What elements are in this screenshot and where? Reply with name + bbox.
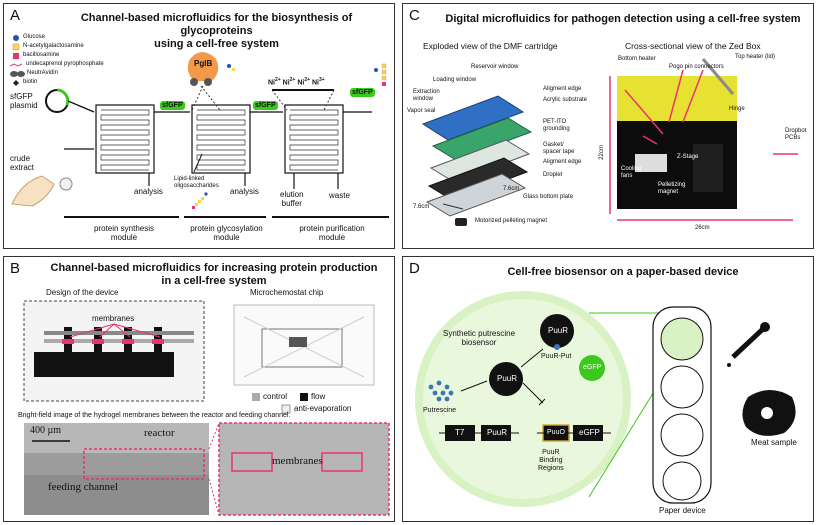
puur-put-protein: PuuR (548, 326, 569, 335)
binding-regions-label: PuuR Binding Regions (538, 449, 564, 472)
panel-b-title-line2: in a cell-free system (161, 275, 267, 287)
meat-sample-label: Meat sample (751, 438, 797, 447)
cross-section-label: Cross-sectional view of the Zed Box (625, 41, 761, 51)
z-stage-label: Z-Stage (677, 154, 699, 160)
panel-d-letter: D (409, 260, 420, 277)
legend-glucose: Glucose (23, 34, 46, 40)
feeding-channel-label: feeding channel (48, 481, 118, 493)
puur-put-label: PuuR-Put (541, 353, 572, 360)
exploded-view-label: Exploded view of the DMF cartridge (423, 41, 558, 51)
ni-1-charge: 2+ (275, 77, 281, 83)
puur-gene-label: PuuR (487, 428, 508, 437)
panel-a-title-line2: using a cell-free system (154, 38, 279, 50)
t7-label: T7 (455, 428, 465, 437)
panel-b-drawing (23, 300, 390, 516)
membranes-label: membranes (92, 314, 135, 323)
module-purification: protein purification module (299, 224, 365, 242)
legend-bacillosamine: bacillosamine (23, 52, 60, 58)
panel-c-drawing (421, 58, 798, 226)
panel-a: A Channel-based microfluidics for the bi… (3, 3, 395, 249)
panel-a-drawing (9, 35, 389, 218)
pogo-pin-label: Pogo pin connectors (669, 64, 724, 70)
egfp-label: eGFP (583, 364, 602, 371)
pelletizing-label: Pelletizing magnet (658, 182, 686, 195)
panel-d-title: Cell-free biosensor on a paper-based dev… (507, 266, 739, 278)
crude-extract-label: crude extract (10, 154, 35, 172)
egfp-gene-label: eGFP (579, 428, 600, 437)
panel-d: D Cell-free biosensor on a paper-based d… (402, 256, 814, 522)
legend-biotin: biotin (23, 79, 38, 85)
ni-3: Ni (297, 79, 305, 87)
extraction-window-label: Extraction window (413, 89, 440, 102)
vapor-seal-label: Vapor seal (407, 108, 436, 114)
puur-protein: PuuR (497, 374, 518, 383)
sfgfp-plasmid-label: sfGFP plasmid (10, 92, 38, 110)
panel-a-letter: A (10, 7, 21, 24)
hinge-label: Hinge (729, 106, 745, 112)
chip-label: Microchemostat chip (250, 288, 324, 297)
bottom-heater-label: Bottom heater (618, 56, 656, 62)
magnet-label: Motorized pelleting magnet (475, 218, 548, 224)
synthetic-biosensor-label: Synthetic putrescine biosensor (443, 329, 516, 347)
alignment-edge-label-2: Aligment edge (543, 159, 582, 165)
ni-1: Ni (268, 79, 275, 87)
ni-4-charge: 3+ (318, 77, 325, 83)
module-glycosylation: protein glycosylation module (190, 224, 263, 242)
acrylic-substrate-label: Acrylic substrate (543, 97, 588, 103)
alignment-edge-label-1: Aligment edge (543, 86, 582, 92)
lipid-linked-label: Lipid-linked oligosaccharides (174, 176, 219, 189)
scale-bar-label: 400 µm (30, 425, 62, 436)
waste-label: waste (329, 191, 350, 200)
analysis-label-2: analysis (230, 187, 259, 196)
puuo-label: PuuO (547, 429, 565, 436)
dim-26: 26cm (695, 225, 710, 231)
reservoir-window-label: Reservoir window (471, 64, 519, 70)
gasket-label: Gasket/ spacer tape (543, 142, 575, 155)
legend-galnac: N-acetylgalactosamine (23, 43, 84, 49)
sfgfp-badge-1: sfGFP (160, 101, 185, 110)
pet-ito-label: PET-ITO grounding (543, 119, 570, 132)
analysis-label-1: analysis (134, 187, 163, 196)
brightfield-caption: Bright-field image of the hydrogel membr… (18, 412, 291, 419)
reactor-label: reactor (144, 427, 175, 439)
module-synthesis: protein synthesis module (93, 224, 155, 242)
panel-a-title-line1: Channel-based microfluidics for the bios… (80, 12, 353, 37)
dim-right: 7.6cm (503, 186, 520, 192)
sfgfp-badge-2: sfGFP (253, 101, 278, 110)
ni-3-charge: 2+ (304, 77, 311, 83)
elution-buffer-label: elution buffer (280, 190, 304, 208)
cooling-fans-label: Cooling fans (621, 166, 642, 179)
legend-anti-evaporation: anti-evaporation (294, 404, 352, 413)
panel-c-letter: C (409, 7, 420, 24)
design-label: Design of the device (46, 288, 119, 297)
ni-row: Ni2+ Ni2+ Ni2+ Ni3+ (268, 76, 325, 87)
legend-undecaprenol: undecaprenol pyrophosphate (26, 61, 104, 67)
dropbot-label: Dropbot PCBs (785, 128, 807, 141)
loading-window-label: Loading window (433, 77, 477, 83)
panel-d-drawing (415, 291, 796, 507)
paper-device-label: Paper device (659, 506, 706, 515)
panel-b-title: Channel-based microfluidics for increasi… (44, 262, 384, 288)
panel-a-title: Channel-based microfluidics for the bios… (44, 12, 389, 51)
panel-b-letter: B (10, 260, 21, 277)
panel-c-title: Digital microfluidics for pathogen detec… (445, 13, 801, 25)
legend-neutravidin: NeutrAvidin (27, 70, 58, 76)
ni-2: Ni (282, 79, 290, 87)
dim-22: 22cm (598, 145, 605, 160)
ni-2-charge: 2+ (289, 77, 296, 83)
panel-c: C Digital microfluidics for pathogen det… (402, 3, 814, 249)
panel-b: B Channel-based microfluidics for increa… (3, 256, 395, 522)
dim-left: 7.6cm (413, 204, 430, 210)
putrescine-label: Putrescine (423, 407, 457, 414)
sfgfp-badge-3: sfGFP (350, 88, 375, 97)
ni-4: Ni (311, 79, 319, 87)
legend-flow: flow (311, 392, 326, 401)
pglb-label: PglB (194, 59, 213, 68)
membranes-label-2: membranes (272, 455, 323, 467)
top-heater-label: Top heater (lid) (735, 54, 776, 60)
panel-b-title-line1: Channel-based microfluidics for increasi… (50, 262, 378, 274)
glass-bottom-label: Glass bottom plate (523, 194, 574, 200)
droplet-label: Droplet (543, 172, 563, 178)
legend-control: control (263, 392, 288, 401)
